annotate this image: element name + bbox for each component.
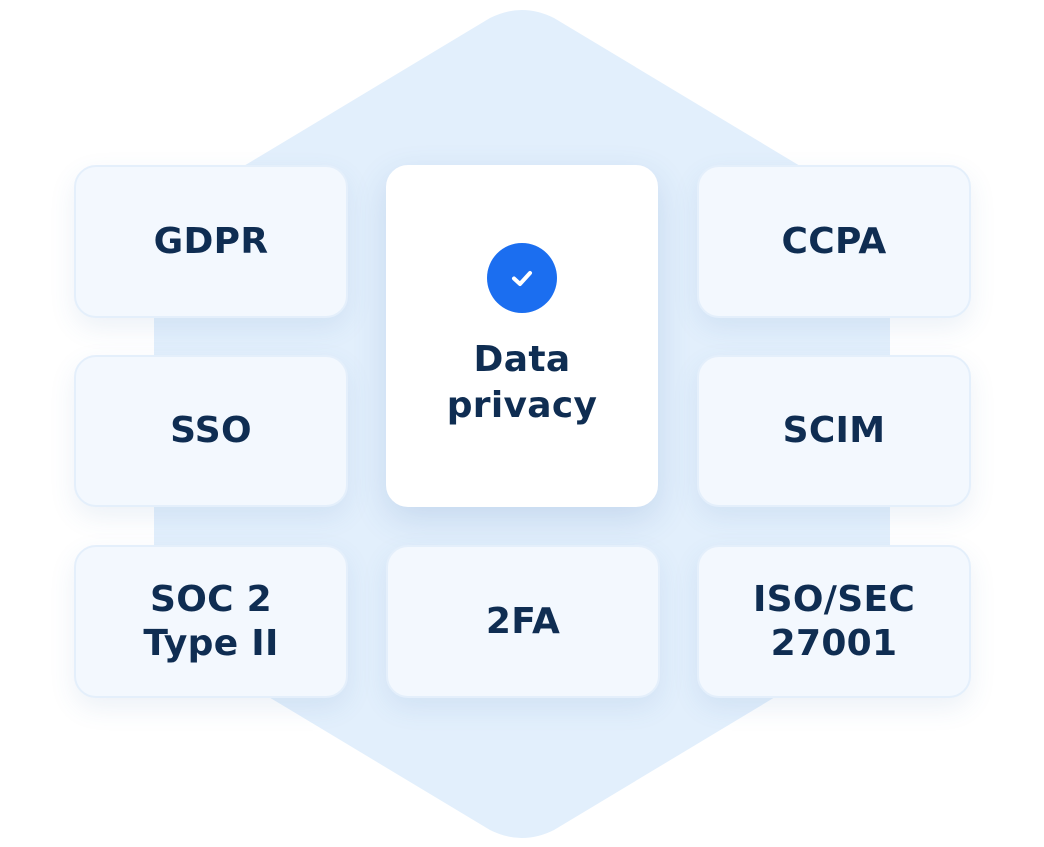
data-privacy-label: Data privacy [446, 339, 598, 426]
check-icon [487, 243, 557, 313]
iso-label: ISO/SEC 27001 [752, 578, 916, 664]
2fa-label: 2FA [485, 600, 561, 642]
sso-label: SSO [170, 410, 252, 451]
soc2-label: SOC 2 Type II [143, 578, 279, 664]
sso-card: SSO [74, 355, 348, 507]
gdpr-label: GDPR [153, 220, 269, 262]
scim-label: SCIM [782, 410, 886, 451]
iso-card: ISO/SEC 27001 [697, 545, 971, 698]
ccpa-label: CCPA [781, 220, 887, 262]
2fa-card: 2FA [386, 545, 660, 698]
scim-card: SCIM [697, 355, 971, 507]
data-privacy-card: Data privacy [386, 165, 658, 507]
soc2-card: SOC 2 Type II [74, 545, 348, 698]
ccpa-card: CCPA [697, 165, 971, 318]
gdpr-card: GDPR [74, 165, 348, 318]
